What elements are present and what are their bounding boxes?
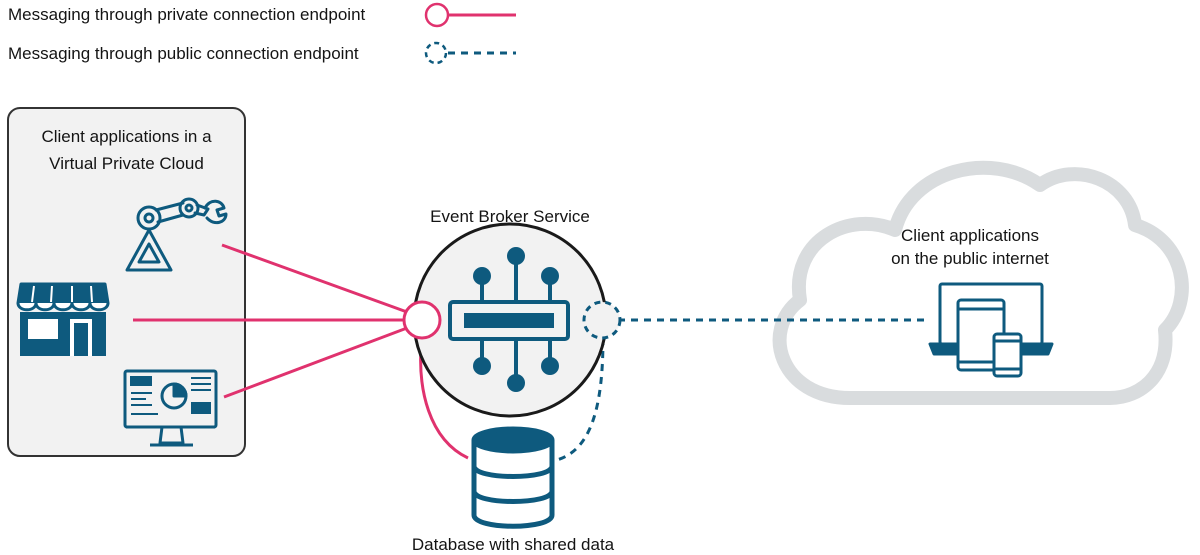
vpc-title-line1: Client applications in a: [41, 127, 212, 146]
vpc-title-line2: Virtual Private Cloud: [49, 154, 204, 173]
robot-arm-icon: [125, 197, 228, 272]
devices-icon: [928, 282, 1054, 378]
public-endpoint: [582, 300, 622, 340]
internet-title-line1: Client applications: [901, 226, 1039, 245]
legend-private-marker: [424, 2, 516, 28]
vpc-box: [7, 107, 246, 457]
internet-title: Client applications on the public intern…: [860, 224, 1080, 270]
dashboard-monitor-icon: [123, 369, 218, 447]
database-label: Database with shared data: [411, 535, 615, 554]
vpc-title: Client applications in a Virtual Private…: [8, 123, 245, 177]
broker-hub-icon: [448, 247, 570, 392]
legend-public-marker: [424, 41, 516, 65]
database-icon: [471, 426, 555, 529]
private-endpoint: [402, 300, 442, 340]
legend-public-label: Messaging through public connection endp…: [8, 44, 359, 63]
legend-private-label: Messaging through private connection end…: [8, 5, 366, 24]
internet-title-line2: on the public internet: [891, 249, 1049, 268]
storefront-icon: [16, 282, 110, 356]
broker-label: Event Broker Service: [430, 207, 590, 226]
